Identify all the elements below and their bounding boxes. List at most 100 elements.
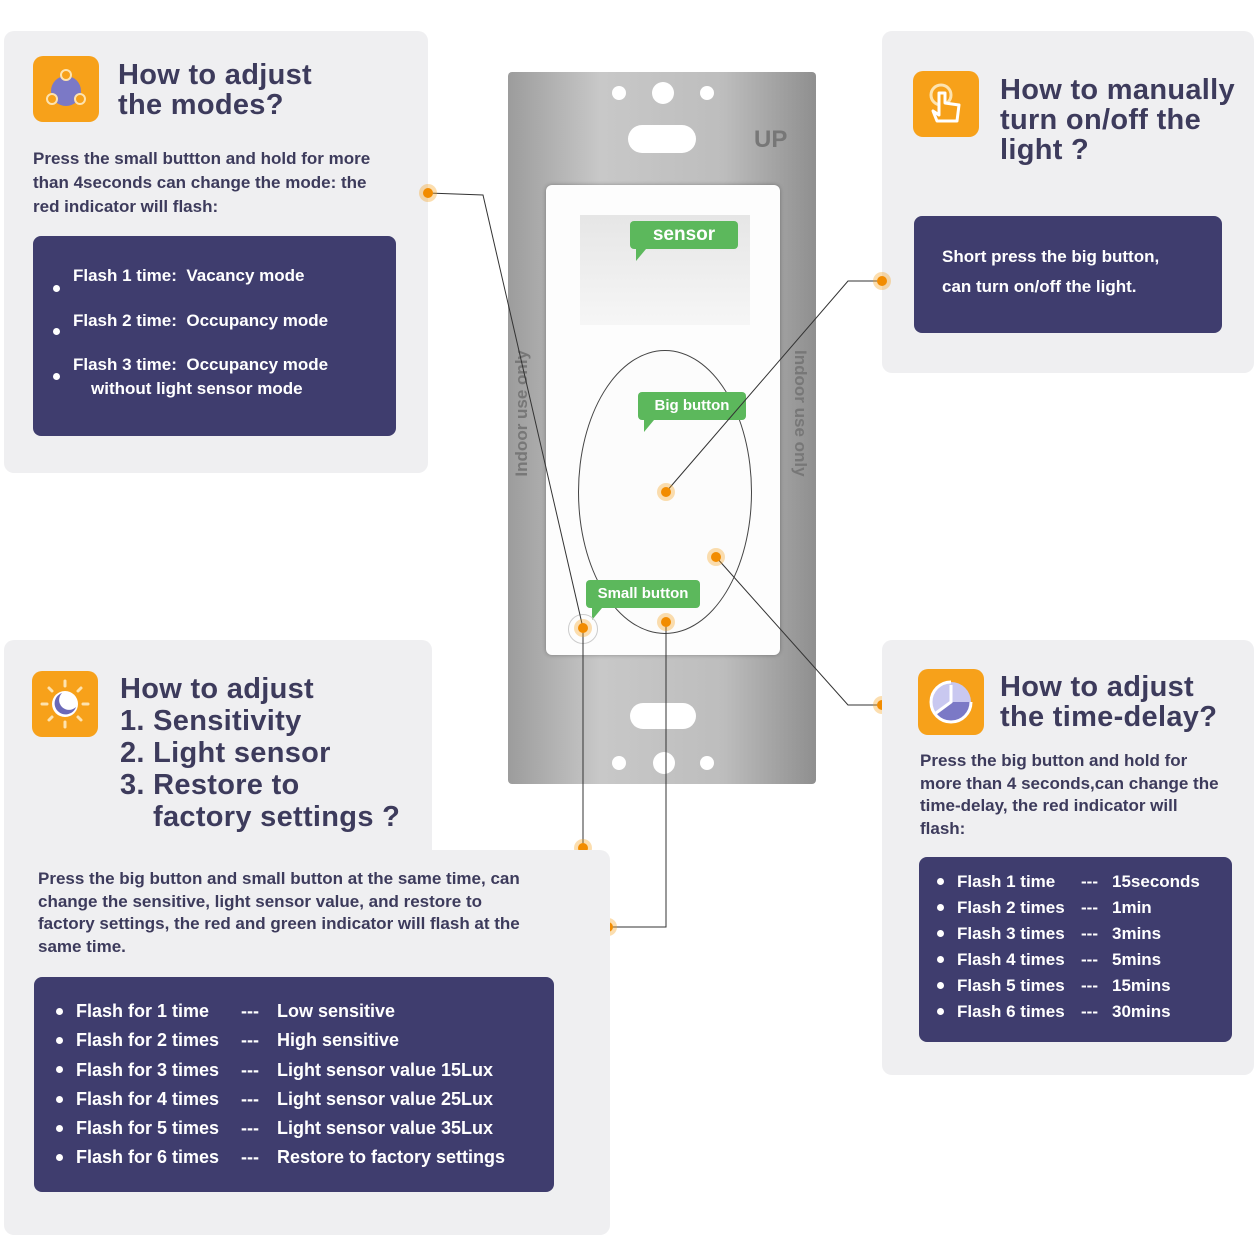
- up-label: UP: [754, 126, 788, 153]
- item-value: 30mins: [1112, 1002, 1171, 1021]
- modes-icon: [33, 56, 99, 122]
- item-label: Flash for 5 times: [76, 1118, 220, 1139]
- sensor-tag: sensor: [630, 221, 738, 261]
- list-item: Flash 3 times --- 3mins: [937, 921, 1232, 947]
- list-item: Flash 5 times --- 15mins: [937, 973, 1232, 999]
- item-label: Flash 5 times: [957, 976, 1065, 995]
- list-item: Flash for 5 times --- Light sensor value 3…: [56, 1114, 554, 1143]
- title-line: light ?: [1000, 134, 1090, 166]
- indoor-label-left: Indoor use only: [512, 350, 531, 477]
- title-line: the time-delay?: [1000, 701, 1218, 733]
- screw-hole: [700, 756, 714, 770]
- item-value: Restore to factory settings: [277, 1147, 506, 1168]
- callout-dot: [661, 617, 671, 627]
- item-label: Flash 4 times: [957, 950, 1065, 969]
- item-sep: ---: [1081, 950, 1098, 969]
- item-sep: ---: [1081, 924, 1098, 943]
- item-sep: ---: [1081, 872, 1098, 891]
- item-value: 1min: [1112, 898, 1152, 917]
- list-item: Flash 4 times --- 5mins: [937, 947, 1232, 973]
- delay-description: Press the big button and hold for more t…: [920, 751, 1219, 838]
- slot-hole: [630, 703, 696, 729]
- item-value: High sensitive: [277, 1030, 400, 1051]
- callout-dot: [661, 487, 671, 497]
- callout-dot: [877, 276, 887, 286]
- hand-tap-icon: [913, 71, 979, 137]
- title-line: turn on/off the: [1000, 104, 1202, 136]
- manual-description: Short press the big button, can turn on/…: [914, 216, 1222, 333]
- item-label: Flash 1 time: [957, 872, 1056, 891]
- list-item: Flash for 3 times --- Light sensor value 1…: [56, 1056, 554, 1085]
- indoor-label-right: Indoor use only: [791, 350, 810, 477]
- item-sep: ---: [1081, 898, 1098, 917]
- list-item: Flash for 2 times --- High sensitive: [56, 1026, 554, 1055]
- screw-hole: [700, 86, 714, 100]
- item-sep: ---: [1081, 976, 1098, 995]
- title-line: How to adjust: [118, 59, 312, 91]
- item-sep: ---: [241, 1118, 259, 1139]
- screw-hole: [652, 82, 674, 104]
- modes-title: How to adjust the modes?: [118, 60, 312, 120]
- list-item: Flash for 4 times --- Light sensor value 2…: [56, 1085, 554, 1114]
- list-item: Flash 1 time --- 15seconds: [937, 869, 1232, 895]
- item-value: Low sensitive: [277, 1001, 396, 1021]
- title-line: 2. Light sensor: [120, 737, 331, 769]
- small-button-tag: Small button: [586, 580, 700, 620]
- item-sep: ---: [241, 1001, 259, 1021]
- item-sep: ---: [241, 1088, 259, 1109]
- item-value: Light sensor value 35Lux: [277, 1118, 494, 1139]
- item-value: 3mins: [1112, 924, 1162, 943]
- list-item: Flash for 1 time --- Low sensitive: [56, 997, 554, 1026]
- screw-hole: [612, 86, 626, 100]
- title-line: How to adjust: [120, 673, 314, 705]
- desc-line: Short press the big button,: [942, 247, 1160, 266]
- item-label: Flash for 1 time: [76, 1001, 210, 1021]
- item-sep: ---: [241, 1147, 259, 1168]
- item-label: Flash 2 times: [957, 898, 1065, 917]
- desc-line: can turn on/off the light.: [942, 277, 1137, 296]
- title-line: factory settings ?: [153, 801, 401, 833]
- callout-dot: [578, 843, 588, 853]
- manual-title: How to manually turn on/off the light ?: [1000, 75, 1235, 165]
- item-value: Light sensor value 15Lux: [277, 1059, 494, 1080]
- item-sep: ---: [241, 1030, 259, 1051]
- title-line: How to adjust: [1000, 671, 1194, 703]
- title-line: 3. Restore to: [120, 769, 300, 801]
- callout-dot: [711, 552, 721, 562]
- clock-icon: [918, 669, 984, 735]
- list-item: Flash 1 time: Vacancy mode: [53, 266, 396, 311]
- title-line: the modes?: [118, 89, 284, 121]
- modes-list: Flash 1 time: Vacancy mode Flash 2 time:…: [33, 236, 396, 436]
- item-sep: ---: [1081, 1002, 1098, 1021]
- callout-dot: [578, 623, 588, 633]
- screw-hole: [612, 756, 626, 770]
- item-value: 15mins: [1112, 976, 1171, 995]
- list-item: Flash 2 times --- 1min: [937, 895, 1232, 921]
- item-value: Light sensor value 25Lux: [277, 1088, 494, 1109]
- list-item: Flash 2 time: Occupancy mode: [53, 311, 396, 353]
- item-label: Flash for 4 times: [76, 1088, 220, 1109]
- big-button-tag: Big button: [638, 392, 746, 432]
- item-value: 15seconds: [1112, 872, 1200, 891]
- item-value: 5mins: [1112, 950, 1162, 969]
- title-line: 1. Sensitivity: [120, 705, 302, 737]
- item-label: Flash for 2 times: [76, 1030, 220, 1051]
- callout-dot: [423, 188, 433, 198]
- item-sep: ---: [241, 1059, 259, 1080]
- sensitivity-description: Press the big button and small button at…: [38, 869, 520, 956]
- list-item: Flash 6 times --- 30mins: [937, 999, 1232, 1025]
- item-label: Flash for 3 times: [76, 1059, 220, 1080]
- item-label: Flash 6 times: [957, 1002, 1065, 1021]
- sun-moon-icon: [32, 671, 98, 737]
- item-label: Flash 3 times: [957, 924, 1065, 943]
- item-label: Flash for 6 times: [76, 1147, 220, 1168]
- sensitivity-title: How to adjust 1. Sensitivity 2. Light se…: [120, 673, 400, 833]
- modes-description: Press the small buttton and hold for mor…: [33, 149, 371, 216]
- slot-hole: [628, 125, 696, 153]
- title-line: How to manually: [1000, 74, 1235, 106]
- delay-title: How to adjust the time-delay?: [1000, 672, 1217, 732]
- list-item: Flash for 6 times --- Restore to factory s…: [56, 1143, 554, 1172]
